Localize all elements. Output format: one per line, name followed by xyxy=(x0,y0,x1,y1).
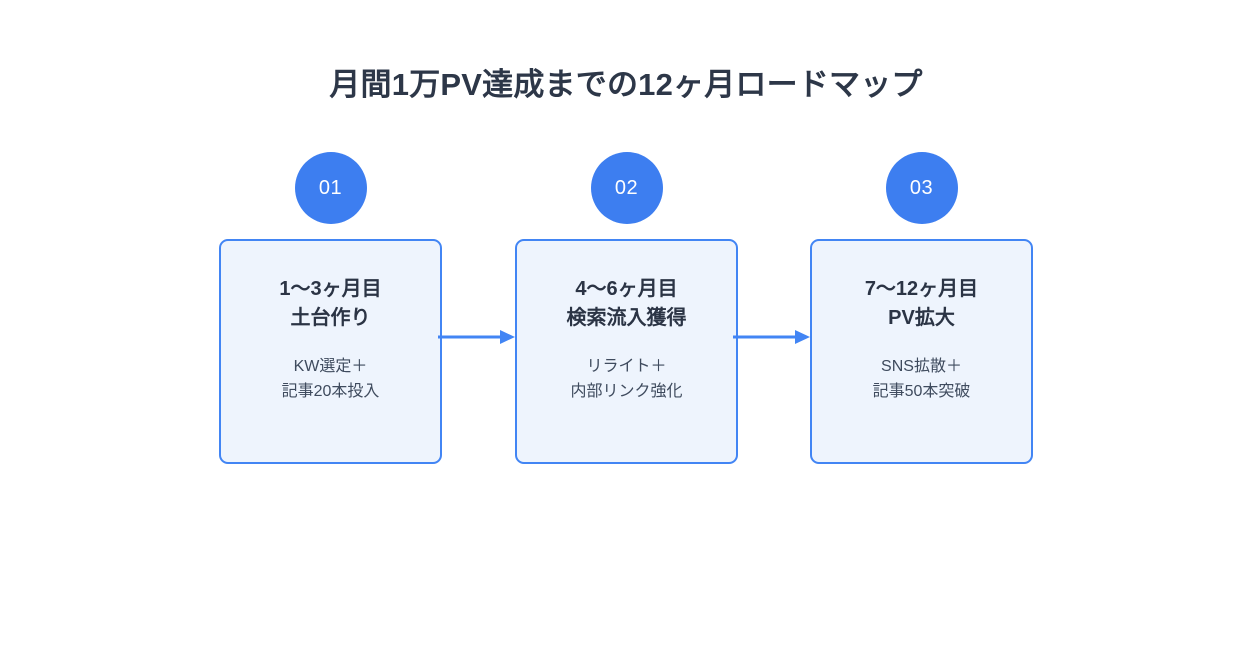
step-badge-3: 03 xyxy=(885,152,958,224)
arrow-right-icon xyxy=(438,330,515,344)
step-badge-2: 02 xyxy=(590,152,663,224)
step-card-body-3: SNS拡散＋ 記事50本突破 xyxy=(872,358,971,400)
step-card-body-1: KW選定＋ 記事20本投入 xyxy=(281,358,380,400)
step-card-title-1: 1〜3ヶ月目 土台作り xyxy=(279,278,382,329)
roadmap-flow: 01 1〜3ヶ月目 土台作り KW選定＋ 記事20本投入 02 4〜6ヶ月目 検… xyxy=(219,152,1034,464)
step-badge-1: 01 xyxy=(294,152,367,224)
step-card-body-2: リライト＋ 内部リンク強化 xyxy=(570,358,683,400)
roadmap-step-2: 02 4〜6ヶ月目 検索流入獲得 リライト＋ 内部リンク強化 xyxy=(515,152,738,464)
roadmap-step-3: 03 7〜12ヶ月目 PV拡大 SNS拡散＋ 記事50本突破 xyxy=(810,152,1033,464)
step-card-title-3: 7〜12ヶ月目 PV拡大 xyxy=(864,278,979,329)
connector-2 xyxy=(733,327,811,347)
step-card-1: 1〜3ヶ月目 土台作り KW選定＋ 記事20本投入 xyxy=(219,239,442,464)
page-title: 月間1万PV達成までの12ヶ月ロードマップ xyxy=(329,67,923,102)
step-card-3: 7〜12ヶ月目 PV拡大 SNS拡散＋ 記事50本突破 xyxy=(810,239,1033,464)
connector-1 xyxy=(438,327,516,347)
arrow-right-icon xyxy=(733,330,810,344)
roadmap-step-1: 01 1〜3ヶ月目 土台作り KW選定＋ 記事20本投入 xyxy=(219,152,442,464)
step-card-2: 4〜6ヶ月目 検索流入獲得 リライト＋ 内部リンク強化 xyxy=(515,239,738,464)
step-card-title-2: 4〜6ヶ月目 検索流入獲得 xyxy=(566,278,687,329)
